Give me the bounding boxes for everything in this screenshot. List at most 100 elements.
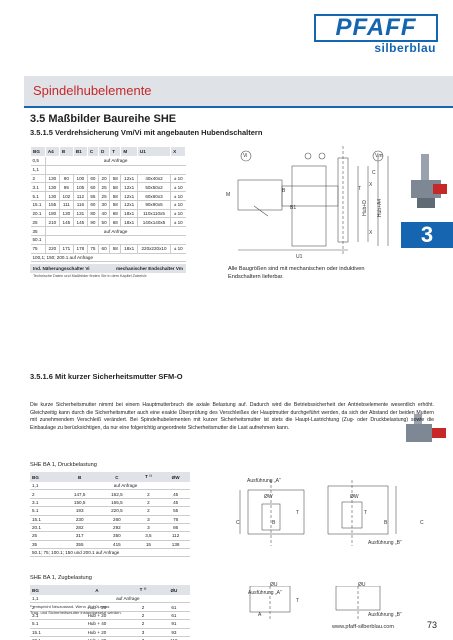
table-cell: 292 [98,523,136,533]
table-cell: 116 [72,200,88,210]
table-cell: 260 [98,515,136,524]
switch-note-box: Ind. Näherungsschalter Vi mechanischer E… [30,264,186,279]
table-cell: 60 [86,182,99,193]
table-cell: 111 [58,200,74,210]
table-cell: 95 [58,182,74,193]
table-cell: 100,1; 150; 200.1 auf Anfrage [30,253,186,263]
company-logo: PFAFF silberblau [314,14,438,56]
product-photo-2 [406,414,446,442]
product-photo-1 [411,154,447,208]
table-cell: 12x1 [120,182,138,193]
table-cell: 105 [72,182,88,193]
table-cell: 90x90x5 [136,200,171,210]
drawing2-label: C [420,520,424,526]
note-inductive-switch: Ind. Näherungsschalter Vi [33,266,90,271]
table-cell: 165,5 [98,498,136,508]
table-cell: 131 [72,209,88,219]
table-cell: 12x1 [120,200,138,210]
table-row: 50.1 [30,235,186,245]
table-cell: 50.1 [30,235,46,245]
subheading-verdrehsicherung: 3.5.1.5 Verdrehsicherung Vm/Vi mit angeb… [30,128,263,137]
table-cell [44,165,186,175]
table-cell: auf Anfrage [44,226,186,237]
table-cell: 110x110x5 [136,209,171,219]
table-cell: 75 [86,244,99,254]
column-header: BG [30,146,46,157]
table-cell: 60 [86,174,99,184]
table-cell: 147,5 [61,489,99,499]
table-cell: 35 [30,226,46,237]
table-cell: 50.1; 75; 100.1; 150 und 200.1 auf Anfra… [30,548,190,558]
column-header: U1 [136,146,172,157]
table-cell: 220,5 [98,506,136,516]
table-cell: 25 [98,182,110,193]
table-cell: Hub + 20 [65,611,129,621]
table-cell: 3,5 [135,531,162,541]
table-cell: 58 [109,182,121,193]
table-cell: 15.1 [30,515,62,524]
section-header-bar: Spindelhubelemente [24,76,453,106]
table-cell: 12x1 [120,191,138,201]
column-header: T [109,146,122,157]
table-cell: 2 [128,602,158,612]
footnote-block: ¹⁾ entspricht Neuzustand. Wenn „T = 0“ m… [30,604,200,615]
table-cell: 171 [58,244,74,254]
column-header: M [120,146,138,157]
drawing1-label: M [226,192,231,198]
table-cell: 210 [44,217,60,228]
table-cell: ± 10 [170,191,186,201]
table-cell: 91 [157,619,190,629]
table-cell: 25 [30,217,46,228]
table-cell: 5.1 [30,619,66,629]
table-cell: 3 [135,515,162,524]
table-cell: 93 [157,628,190,637]
section-rule [24,106,453,108]
section-title: Spindelhubelemente [33,83,152,98]
body-paragraph: Die kurze Sicherheitsmutter nimmt bei ei… [30,402,434,431]
table-cell: 317 [61,531,99,541]
table-cell: 18x1 [120,244,138,254]
table-cell: ± 10 [170,244,186,254]
table-cell: 61 [157,602,190,612]
table-cell: 2 [135,498,162,508]
table-cell: 3.1 [30,498,62,508]
zug-title: SHE BA 1, Zugbelastung [30,575,92,581]
table-cell: 76 [161,515,190,524]
druck-title: SHE BA 1, Druckbelastung [30,462,97,468]
table-cell: Hub + 20 [65,636,129,640]
page-number: 73 [427,620,438,630]
table-cell: 58 [109,174,121,184]
footer-url[interactable]: www.pfaff-silberblau.com [332,624,395,630]
page-heading: 3.5 Maßbilder Baureihe SHE [30,113,177,125]
table-cell: 162,5 [98,489,136,499]
drawing2-label: ØW [350,494,359,500]
switch-caption: Alle Baugrößen sind mit mechanischen ode… [228,266,365,280]
table-cell: 68 [109,217,121,228]
table-cell: 18x1 [120,209,138,219]
table-cell: 58 [109,244,121,254]
table-cell: 35 [30,540,62,550]
table-cell: 230 [61,515,99,524]
note-mechanical-switch: mechanischer Endschalter Vm [116,266,183,271]
table-cell: 20.1 [30,209,46,219]
table-cell: 138 [161,540,190,550]
table-cell: ± 10 [170,217,186,228]
note-reference: Technische Daten und Maßbilder finden Si… [30,273,186,279]
table-cell: ± 10 [170,182,186,193]
column-header: T ¹⁾ [135,472,162,482]
table-cell: 80 [86,209,99,219]
table-cell: 50x50x2 [136,182,171,193]
dimension-drawing-vm-vi [237,146,389,254]
drawing2-label: T [364,510,368,516]
column-header: D [98,146,111,157]
table-cell: 2 [135,506,162,516]
table-cell: 155 [44,200,60,210]
table-cell: 145 [58,217,74,228]
table-cell: 15 [135,540,162,550]
table-cell: 58 [109,200,121,210]
